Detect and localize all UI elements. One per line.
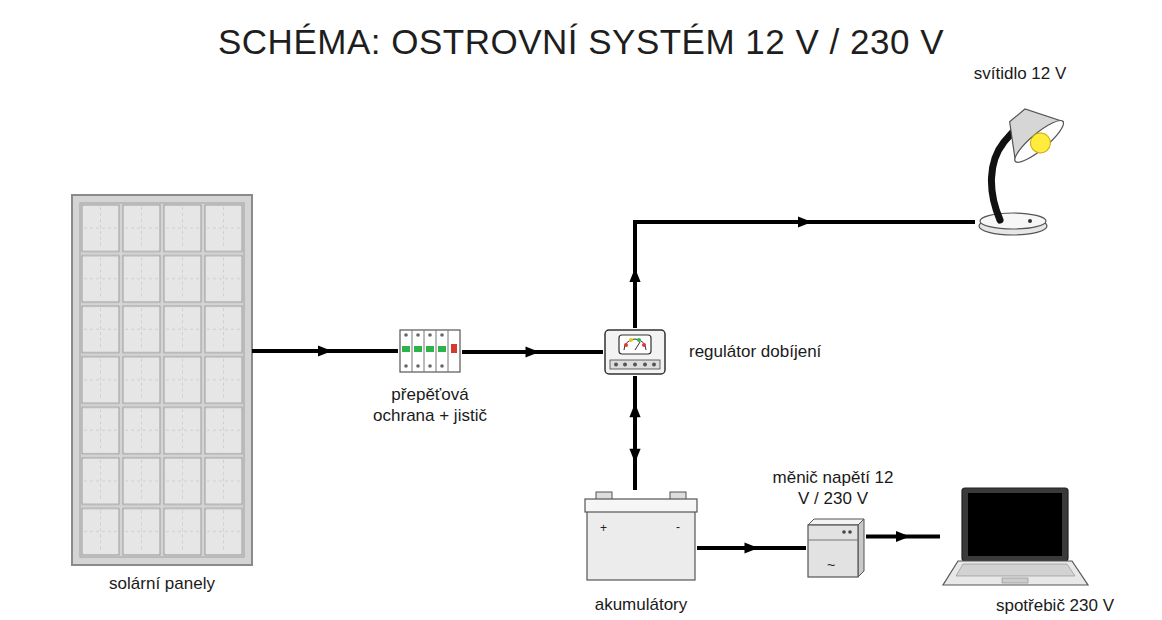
arrow-head bbox=[896, 531, 910, 542]
component-box: spotřebič 230 V bbox=[940, 486, 1090, 587]
wire-line bbox=[635, 222, 975, 328]
arrow-head bbox=[526, 346, 540, 357]
component-box: svítidlo 12 V bbox=[975, 92, 1065, 240]
symbol-label: + bbox=[600, 522, 607, 534]
component-label: spotřebič 230 V bbox=[996, 595, 1114, 616]
lamp-symbol bbox=[979, 95, 1071, 235]
component-label: regulátor dobíjení bbox=[689, 341, 821, 362]
component-box: přepěťová ochrana + jistič bbox=[398, 328, 462, 374]
arrow-head bbox=[318, 345, 332, 356]
arrow-head bbox=[629, 403, 640, 417]
symbol-label: ~ bbox=[827, 558, 835, 572]
component-box: měnič napětí 12 V / 230 V bbox=[806, 517, 866, 579]
charge-regulator-symbol bbox=[605, 330, 665, 374]
component-label: měnič napětí 12 V / 230 V bbox=[768, 467, 898, 510]
wire-connector bbox=[252, 345, 398, 356]
symbol-label: - bbox=[676, 521, 680, 533]
component-box: regulátor dobíjení bbox=[603, 328, 667, 376]
wire-connector bbox=[629, 216, 975, 328]
wire-line bbox=[633, 376, 637, 490]
component-label: akumulátory bbox=[595, 594, 688, 615]
surge-breaker-symbol bbox=[400, 330, 460, 372]
wire-connector bbox=[866, 531, 940, 542]
component-label: svítidlo 12 V bbox=[974, 63, 1067, 84]
component-box: solární panely bbox=[72, 195, 252, 565]
arrow-head bbox=[629, 268, 640, 282]
component-label: přepěťová ochrana + jistič bbox=[365, 384, 495, 427]
wire-connector bbox=[697, 542, 806, 553]
diagram-title: SCHÉMA: OSTROVNÍ SYSTÉM 12 V / 230 V bbox=[0, 22, 1162, 62]
battery-symbol bbox=[585, 492, 697, 580]
solar-panel bbox=[72, 195, 252, 565]
wire-connector bbox=[462, 346, 603, 357]
component-box: akumulátory bbox=[585, 490, 697, 582]
arrow-head bbox=[798, 216, 812, 227]
wire-connector bbox=[629, 376, 640, 490]
component-label: solární panely bbox=[109, 573, 215, 594]
arrow-head bbox=[745, 542, 759, 553]
arrow-head bbox=[629, 449, 640, 463]
laptop-symbol bbox=[943, 488, 1088, 585]
inverter-symbol bbox=[808, 519, 864, 577]
